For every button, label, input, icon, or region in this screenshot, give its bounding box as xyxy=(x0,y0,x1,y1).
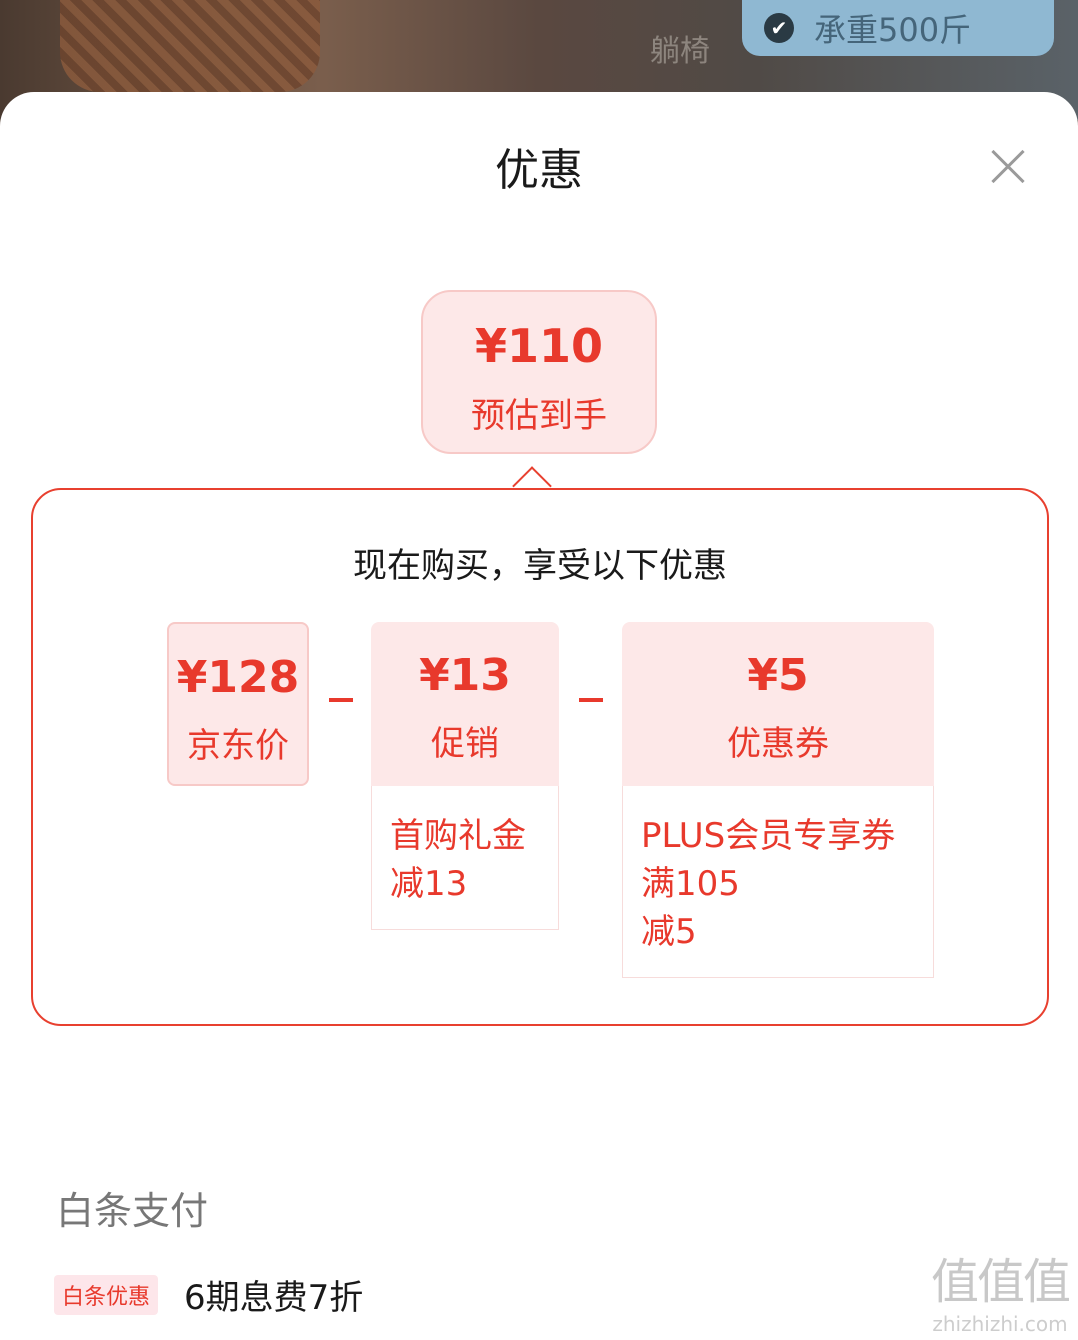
baitiao-badge: 白条优惠 xyxy=(54,1274,159,1315)
coupon-detail-line: 满105 xyxy=(641,864,740,904)
sheet-title: 优惠 xyxy=(495,145,583,196)
watermark: 值值值 zhizhizhi.com xyxy=(930,1252,1071,1336)
estimated-price: ¥110 xyxy=(474,319,604,373)
coupon-detail-line: 减5 xyxy=(641,912,697,952)
coupon-amount: ¥5 xyxy=(747,650,809,701)
promotion-box: ¥13 促销 xyxy=(371,622,559,786)
coupon-label: 优惠券 xyxy=(727,724,829,764)
promotion-detail-line: 首购礼金 xyxy=(390,816,526,856)
coupon-box: ¥5 优惠券 xyxy=(622,622,934,786)
baitiao-offer-row[interactable]: 白条优惠 6期息费7折 xyxy=(54,1270,363,1319)
estimated-price-label: 预估到手 xyxy=(471,396,607,436)
jd-price: ¥128 xyxy=(176,652,300,703)
background-tag-text: 承重500斤 xyxy=(814,11,972,49)
background-side-text: 躺椅 xyxy=(650,34,710,69)
coupon-detail-line: PLUS会员专享券 xyxy=(641,816,896,856)
baitiao-section-title: 白条支付 xyxy=(56,1189,209,1233)
estimated-price-box: ¥110 预估到手 xyxy=(421,290,657,454)
background-chair-image xyxy=(60,0,320,92)
promotion-detail: 首购礼金 减13 xyxy=(371,786,559,930)
watermark-logo: 值值值 xyxy=(930,1254,1071,1310)
panel-title: 现在购买，享受以下优惠 xyxy=(353,546,727,586)
coupon-detail: PLUS会员专享券 满105 减5 xyxy=(622,786,934,978)
close-icon[interactable] xyxy=(990,148,1026,184)
background-load-tag: ✔ 承重500斤 xyxy=(742,0,1054,56)
minus-sign xyxy=(579,698,603,702)
minus-sign xyxy=(329,698,353,702)
watermark-site: zhizhizhi.com xyxy=(932,1312,1068,1336)
discount-panel: 现在购买，享受以下优惠 ¥128 京东价 ¥13 促销 首购礼金 减13 ¥5 … xyxy=(31,488,1049,1026)
baitiao-offer-text: 6期息费7折 xyxy=(184,1278,364,1318)
promotion-label: 促销 xyxy=(431,724,499,764)
check-icon: ✔ xyxy=(764,13,794,43)
jd-price-label: 京东价 xyxy=(187,726,289,766)
discount-sheet: 优惠 ¥110 预估到手 现在购买，享受以下优惠 ¥128 京东价 ¥13 促销… xyxy=(0,92,1078,1340)
promotion-amount: ¥13 xyxy=(419,650,511,701)
promotion-detail-line: 减13 xyxy=(390,864,468,904)
jd-price-box: ¥128 京东价 xyxy=(167,622,309,786)
